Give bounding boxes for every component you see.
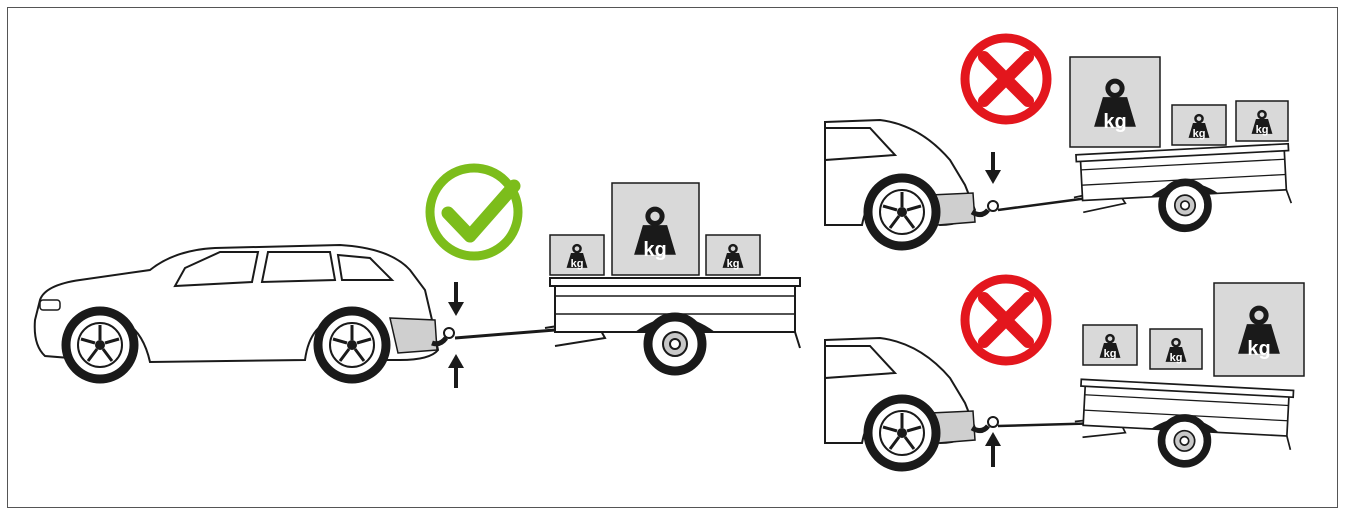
- weight-small-middle: kg: [1150, 329, 1202, 369]
- weight-small-right: kg: [706, 235, 760, 275]
- weight-label: kg: [571, 258, 584, 270]
- scenario-too-little-nose-weight: kg kg kg: [825, 279, 1304, 469]
- weight-large-front: kg: [1070, 57, 1160, 147]
- weight-label: kg: [1193, 128, 1206, 140]
- weight-small-middle: kg: [1172, 105, 1226, 145]
- weight-label: kg: [1256, 124, 1269, 136]
- weight-large-center: kg: [612, 183, 699, 275]
- cross-circle-icon: [965, 279, 1047, 361]
- nose-weight-arrow-down: [985, 152, 1001, 184]
- nose-weight-arrow-down: [448, 282, 464, 316]
- check-circle-icon: [430, 168, 518, 256]
- weight-small-front: kg: [1083, 325, 1137, 365]
- weight-label: kg: [643, 239, 666, 261]
- nose-weight-arrow-up: [985, 432, 1001, 467]
- car-rear-partial: [825, 120, 975, 246]
- cross-circle-icon: [965, 38, 1047, 120]
- scenario-correct: kg kg kg: [35, 168, 800, 388]
- weight-label: kg: [1104, 348, 1117, 360]
- nose-weight-arrow-up: [448, 354, 464, 388]
- car-side-view: [35, 245, 438, 379]
- weight-small-left: kg: [550, 235, 604, 275]
- weight-label: kg: [1247, 338, 1270, 360]
- weight-label: kg: [727, 258, 740, 270]
- weight-large-rear: kg: [1214, 283, 1304, 376]
- car-rear-partial: [825, 338, 975, 467]
- weight-label: kg: [1103, 111, 1126, 133]
- weight-small-rear: kg: [1236, 101, 1288, 141]
- weight-label: kg: [1170, 352, 1183, 364]
- scenario-too-much-nose-weight: kg kg kg: [825, 38, 1292, 246]
